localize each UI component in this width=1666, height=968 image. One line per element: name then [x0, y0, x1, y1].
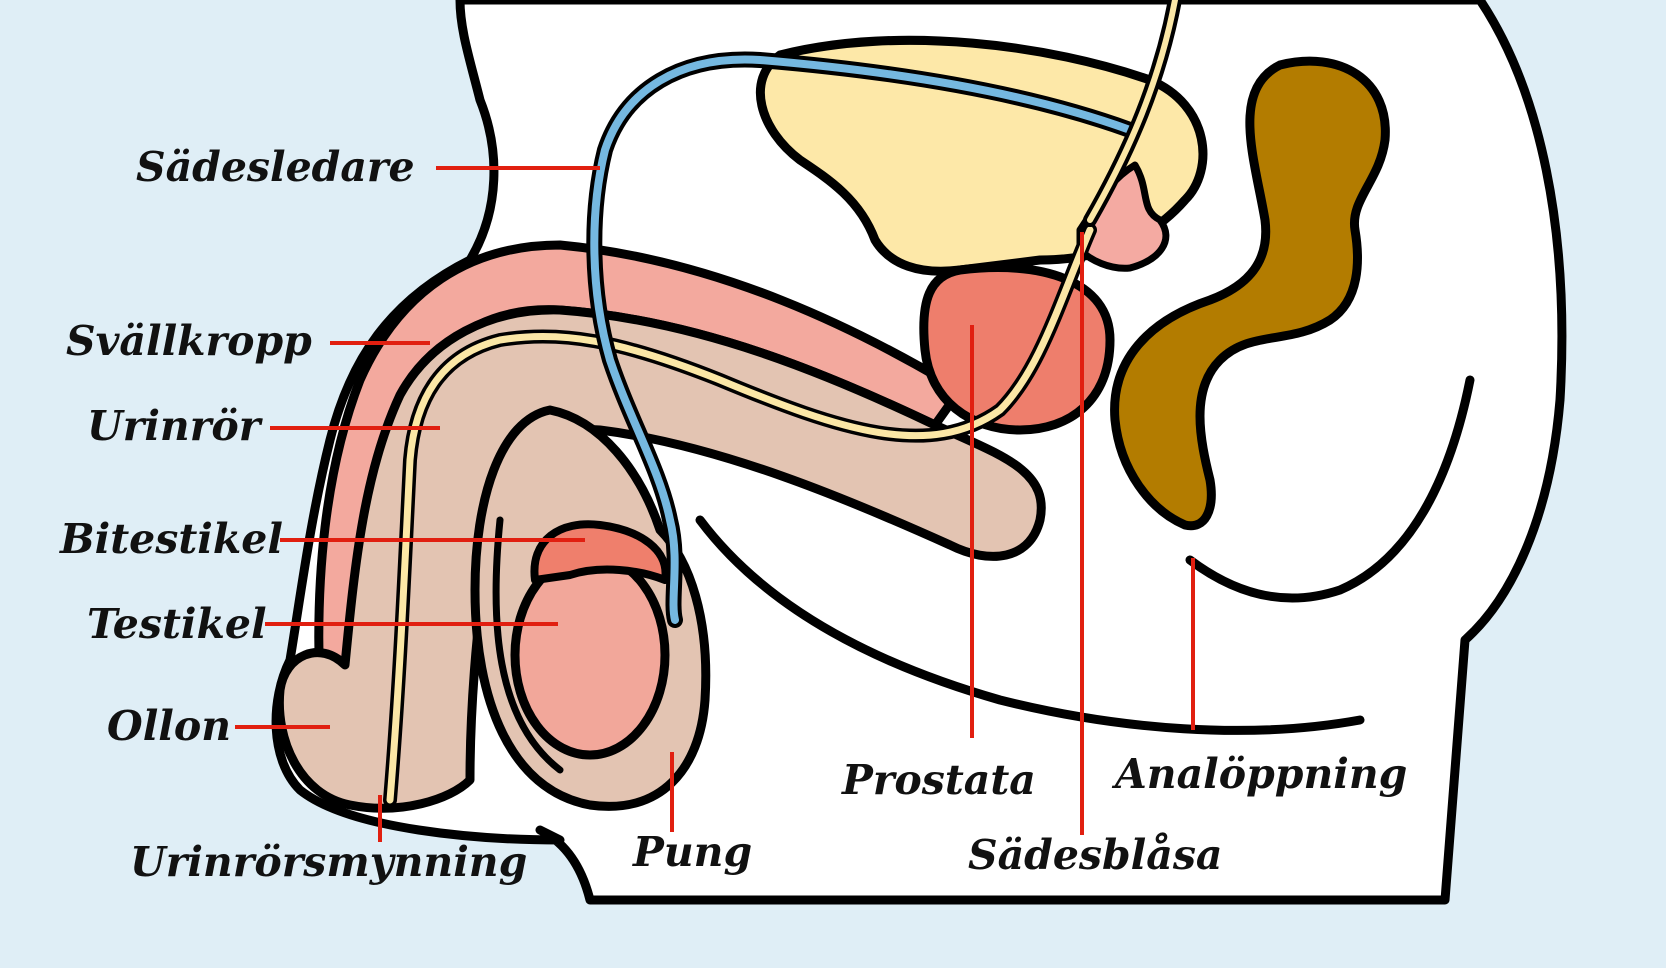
label-bitestikel: Bitestikel [59, 515, 283, 563]
label-sadesblasa: Sädesblåsa [968, 831, 1222, 879]
perineum-curve [695, 515, 1365, 735]
label-urinror: Urinrör [87, 402, 264, 450]
scrotum-inner-line [492, 516, 564, 774]
buttock-crease [1185, 375, 1475, 603]
label-prostata: Prostata [841, 756, 1036, 804]
vas-deferens-fill [590, 55, 1134, 624]
label-testikel: Testikel [87, 600, 267, 648]
label-pung: Pung [632, 828, 752, 876]
label-urinrorsmynning: Urinrörsmynning [130, 838, 527, 886]
ejaculatory-duct-fill [1087, 0, 1178, 223]
urethra-fill [386, 226, 1094, 804]
label-ollon: Ollon [107, 702, 231, 750]
testicle [510, 550, 670, 760]
label-sadesledare: Sädesledare [136, 143, 415, 191]
rectum [1110, 56, 1390, 531]
label-svallkropp: Svällkropp [66, 317, 312, 365]
label-analoppning: Analöppning [1111, 750, 1407, 798]
pointer-lines [235, 166, 1195, 842]
